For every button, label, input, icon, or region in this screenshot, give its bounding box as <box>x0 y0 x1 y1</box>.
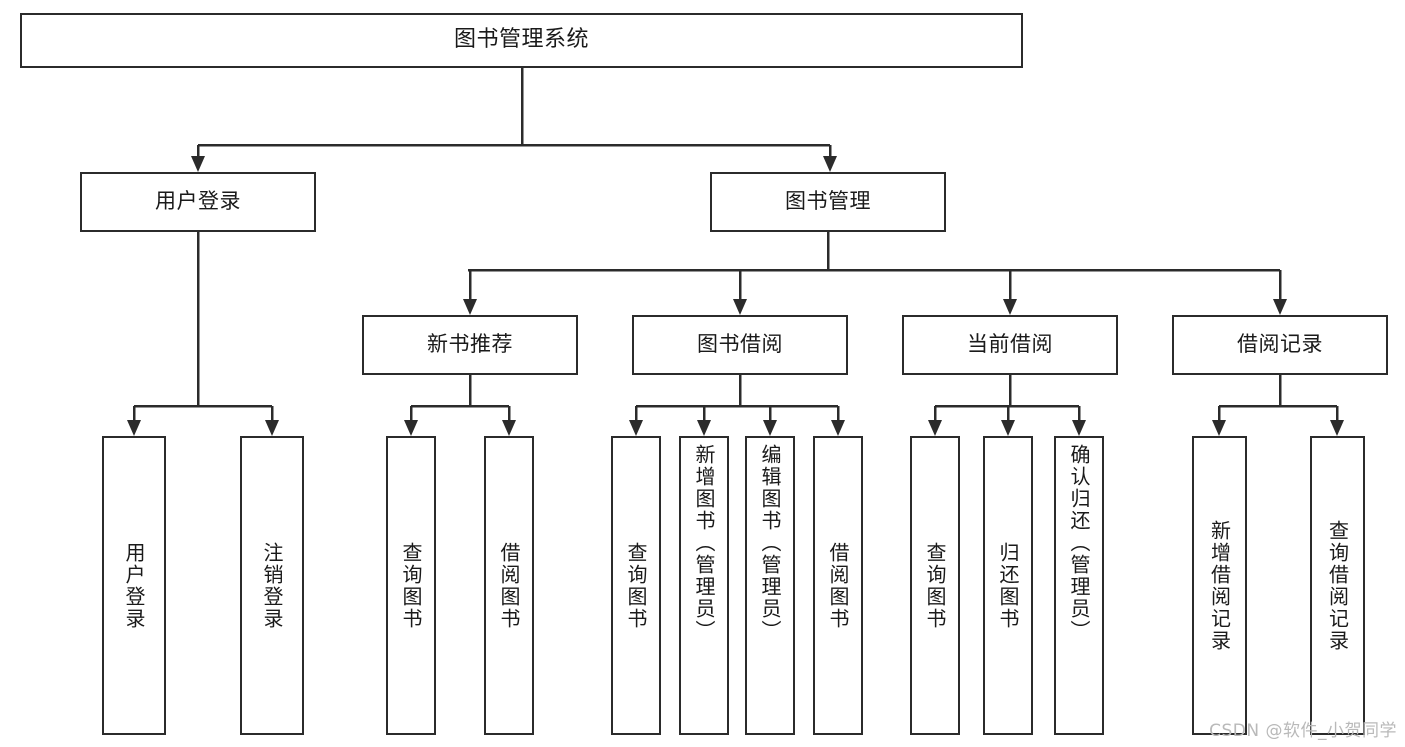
arrow-to-leaf-13-head <box>1330 420 1344 436</box>
node-label: 用户登录 <box>155 189 241 214</box>
node-图书管理系统[interactable]: 图书管理系统 <box>20 13 1023 68</box>
node-新增图书管理员-leaf[interactable]: 新增图书（管理员） <box>679 436 729 735</box>
node-label: 查询图书 <box>399 541 423 630</box>
arrow-to-book-manage-head <box>823 156 837 172</box>
node-label: 新增借阅记录 <box>1207 519 1232 652</box>
arrow-to-borrow-record-head <box>1273 299 1287 315</box>
node-编辑图书管理员-leaf[interactable]: 编辑图书（管理员） <box>745 436 795 735</box>
arrow-to-leaf-6-head <box>697 420 711 436</box>
arrow-to-leaf-3-head <box>404 420 418 436</box>
arrow-to-user-login-head <box>191 156 205 172</box>
node-label: 图书借阅 <box>697 332 783 357</box>
node-查询图书-leaf[interactable]: 查询图书 <box>611 436 661 735</box>
node-注销登录-leaf[interactable]: 注销登录 <box>240 436 304 735</box>
node-label: 图书管理 <box>785 189 871 214</box>
arrow-to-new-book-head <box>463 299 477 315</box>
arrow-to-book-borrow-head <box>733 299 747 315</box>
node-新增借阅记录-leaf[interactable]: 新增借阅记录 <box>1192 436 1247 735</box>
arrow-to-leaf-4-head <box>502 420 516 436</box>
node-借阅图书-leaf[interactable]: 借阅图书 <box>813 436 863 735</box>
node-图书管理[interactable]: 图书管理 <box>710 172 946 232</box>
arrow-to-leaf-11-head <box>1072 420 1086 436</box>
node-label: 借阅图书 <box>497 541 521 630</box>
node-当前借阅[interactable]: 当前借阅 <box>902 315 1118 375</box>
node-查询图书-leaf[interactable]: 查询图书 <box>386 436 436 735</box>
node-label: 用户登录 <box>122 541 146 630</box>
node-图书借阅[interactable]: 图书借阅 <box>632 315 848 375</box>
arrow-to-leaf-8-head <box>831 420 845 436</box>
watermark-text: CSDN @软件_小贺同学 <box>1209 721 1397 741</box>
node-label: 当前借阅 <box>967 332 1053 357</box>
node-查询图书-leaf[interactable]: 查询图书 <box>910 436 960 735</box>
node-label: 注销登录 <box>260 541 284 630</box>
arrow-to-leaf-10-head <box>1001 420 1015 436</box>
arrow-to-leaf-5-head <box>629 420 643 436</box>
node-用户登录-leaf[interactable]: 用户登录 <box>102 436 166 735</box>
arrow-to-leaf-2-head <box>265 420 279 436</box>
node-label: 新书推荐 <box>427 332 513 357</box>
node-新书推荐[interactable]: 新书推荐 <box>362 315 578 375</box>
node-label: 查询图书 <box>624 541 648 630</box>
arrow-to-leaf-9-head <box>928 420 942 436</box>
node-借阅图书-leaf[interactable]: 借阅图书 <box>484 436 534 735</box>
node-label: 确认归还（管理员） <box>1067 444 1091 642</box>
node-label: 查询借阅记录 <box>1325 519 1350 652</box>
arrow-to-leaf-12-head <box>1212 420 1226 436</box>
node-label: 查询图书 <box>923 541 947 630</box>
node-用户登录[interactable]: 用户登录 <box>80 172 316 232</box>
node-查询借阅记录-leaf[interactable]: 查询借阅记录 <box>1310 436 1365 735</box>
node-归还图书-leaf[interactable]: 归还图书 <box>983 436 1033 735</box>
arrow-to-leaf-1-head <box>127 420 141 436</box>
arrow-to-current-borrow-head <box>1003 299 1017 315</box>
node-label: 借阅图书 <box>826 541 850 630</box>
node-label: 新增图书（管理员） <box>692 444 716 642</box>
node-label: 编辑图书（管理员） <box>758 444 782 642</box>
node-借阅记录[interactable]: 借阅记录 <box>1172 315 1388 375</box>
arrow-to-leaf-7-head <box>763 420 777 436</box>
node-label: 借阅记录 <box>1237 332 1323 357</box>
node-label: 归还图书 <box>996 541 1020 630</box>
node-确认归还管理员-leaf[interactable]: 确认归还（管理员） <box>1054 436 1104 735</box>
node-label: 图书管理系统 <box>453 27 589 53</box>
